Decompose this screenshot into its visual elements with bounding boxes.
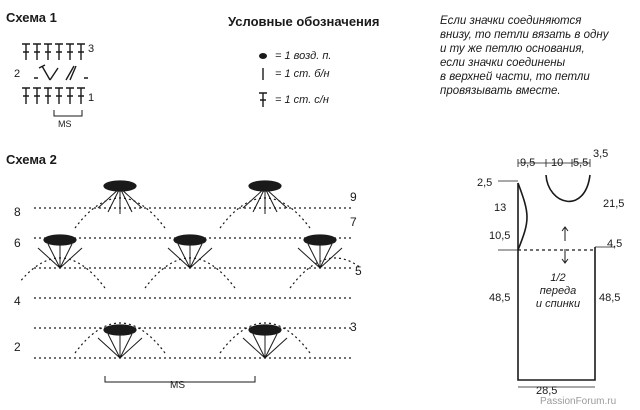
scheme1-row2-stitches [34, 64, 88, 81]
pattern-dim-top-1: 9,5 [520, 157, 536, 169]
scheme2-repeat-label: MS [170, 380, 185, 391]
scheme2-row-8: 8 [14, 205, 21, 219]
legend-item-single-crochet: = 1 ст. б/н [257, 67, 330, 81]
pattern-dim-top-2: 10 [551, 157, 564, 169]
pattern-dim-top-4: 3,5 [593, 148, 609, 160]
legend-item-double-crochet: = 1 ст. с/н [257, 92, 329, 108]
scheme2-row-9: 9 [350, 190, 357, 204]
scheme1-row-3: 3 [88, 43, 95, 55]
scheme1-row3-stitches [22, 43, 85, 60]
scheme1-row-1: 1 [88, 92, 95, 104]
scheme2-row-6: 6 [14, 236, 21, 250]
scheme1-chart [22, 43, 88, 117]
pattern-dim-top-3: 5,5 [573, 157, 589, 169]
garment-pattern [498, 159, 615, 388]
scheme2-title: Схема 2 [6, 152, 57, 167]
pattern-dim-left-2: 13 [494, 202, 507, 214]
scheme2-row-2: 2 [14, 340, 21, 354]
note-text: Если значки соединяются внизу, то петли … [440, 14, 635, 98]
scheme2-row-7: 7 [350, 215, 357, 229]
double-crochet-icon [259, 92, 267, 107]
pattern-label: 1/2 переда и спинки [535, 272, 581, 310]
scheme2-row-3: 3 [350, 320, 357, 334]
scheme2-row-4: 4 [14, 294, 21, 308]
legend-item-chain: = 1 возд. п. [257, 50, 331, 62]
note-line-2: внизу, то петли вязать в одну [440, 29, 609, 41]
scheme1-title: Схема 1 [6, 10, 57, 25]
pattern-dim-left-3: 10,5 [489, 230, 511, 242]
scheme1-row-2: 2 [14, 68, 21, 80]
legend-title: Условные обозначения [228, 14, 380, 29]
scheme1-repeat-label: MS [58, 119, 72, 129]
scheme1-row1-stitches [22, 87, 85, 104]
note-line-1: Если значки соединяются [440, 15, 582, 27]
pattern-dim-right-3: 48,5 [599, 292, 621, 304]
chain-stitch-icon [259, 53, 267, 59]
watermark: PassionForum.ru [540, 396, 617, 407]
note-line-4: если значки соединены [440, 57, 566, 69]
pattern-dim-right-2: 4,5 [607, 238, 623, 250]
single-crochet-icon [262, 68, 264, 80]
note-line-6: провязывать вместе. [440, 85, 561, 97]
shell-motif [37, 187, 343, 359]
pattern-dim-bottom: 28,5 [536, 385, 558, 397]
scheme2-row-5: 5 [355, 264, 362, 278]
pattern-dim-left-4: 48,5 [489, 292, 511, 304]
note-line-3: и ту же петлю основания, [440, 43, 585, 55]
scheme2-chart [20, 180, 360, 383]
pattern-dim-left-1: 2,5 [477, 177, 493, 189]
pattern-dim-right-1: 21,5 [603, 198, 625, 210]
note-line-5: в верхней части, то петли [440, 71, 590, 83]
